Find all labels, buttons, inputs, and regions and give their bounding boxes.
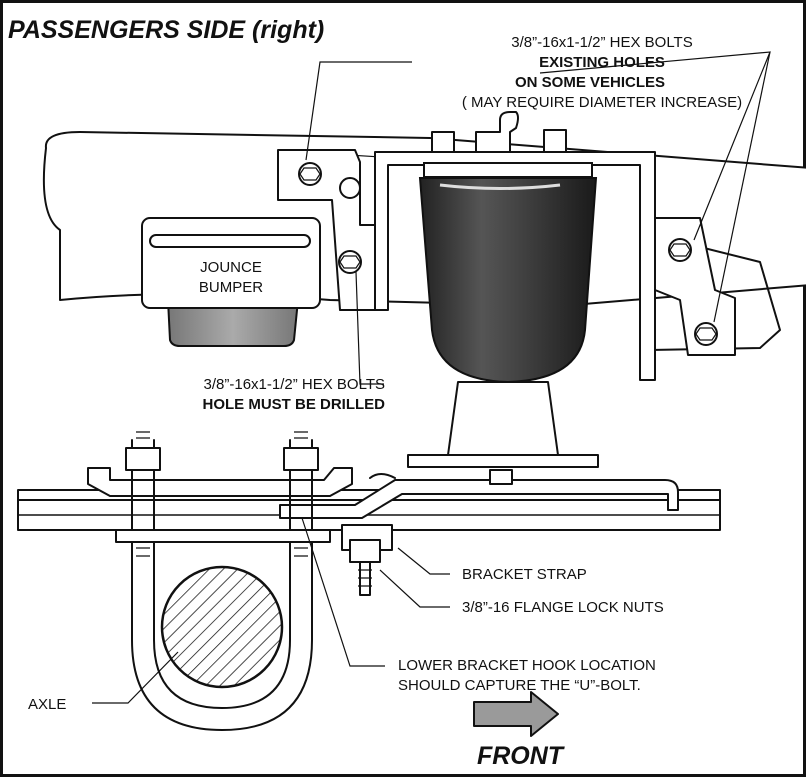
- lock-nuts-label: 3/8”-16 FLANGE LOCK NUTS: [462, 599, 664, 616]
- hex-bolt-icon: [298, 162, 322, 186]
- leader-lines: [92, 51, 771, 704]
- top-bolt-icon: [431, 131, 455, 153]
- page-title: PASSENGERS SIDE (right): [8, 16, 324, 44]
- jounce-label-line2: BUMPER: [199, 279, 263, 296]
- flange-nut-icon: [349, 539, 381, 563]
- upper-bracket: [374, 111, 656, 381]
- u-bolt-assembly: [87, 431, 353, 731]
- hex-bolt-icon: [338, 250, 362, 274]
- top-bolts-label-line1: 3/8”-16x1-1/2” HEX BOLTS: [511, 34, 692, 51]
- nut-icon: [125, 447, 161, 471]
- left-bolts-label-line1: 3/8”-16x1-1/2” HEX BOLTS: [204, 376, 385, 393]
- hook-label-line1: LOWER BRACKET HOOK LOCATION: [398, 657, 656, 674]
- left-bolts-label-line2: HOLE MUST BE DRILLED: [203, 396, 386, 413]
- left-mounting-bracket: [277, 149, 379, 311]
- air-spring: [407, 162, 599, 468]
- bracket-strap: [341, 524, 393, 596]
- hex-bolt-icon: [694, 322, 718, 346]
- nut-icon: [283, 447, 319, 471]
- right-arrow-icon: [473, 691, 559, 737]
- top-bolts-label-line2: EXISTING HOLES: [539, 54, 665, 71]
- hook-label-line2: SHOULD CAPTURE THE “U”-BOLT.: [398, 677, 641, 694]
- axle-icon: [160, 565, 284, 689]
- right-mounting-bracket: [654, 217, 736, 356]
- top-bolt-icon: [543, 129, 567, 153]
- nut-icon: [489, 469, 513, 485]
- top-bolts-label-line3: ON SOME VEHICLES: [515, 74, 665, 91]
- top-bolts-label-line4: ( MAY REQUIRE DIAMETER INCREASE): [462, 94, 742, 111]
- jounce-bumper: JOUNCE BUMPER: [141, 217, 321, 347]
- front-direction: FRONT: [473, 691, 566, 770]
- axle-label: AXLE: [28, 696, 66, 713]
- hole-icon: [339, 177, 361, 199]
- jounce-label-line1: JOUNCE: [200, 259, 262, 276]
- lower-bracket: [279, 469, 679, 519]
- piston-icon: [447, 381, 559, 456]
- bracket-strap-label: BRACKET STRAP: [462, 566, 587, 583]
- hex-bolt-icon: [668, 238, 692, 262]
- front-label: FRONT: [477, 742, 566, 770]
- air-fitting-icon: [475, 111, 519, 153]
